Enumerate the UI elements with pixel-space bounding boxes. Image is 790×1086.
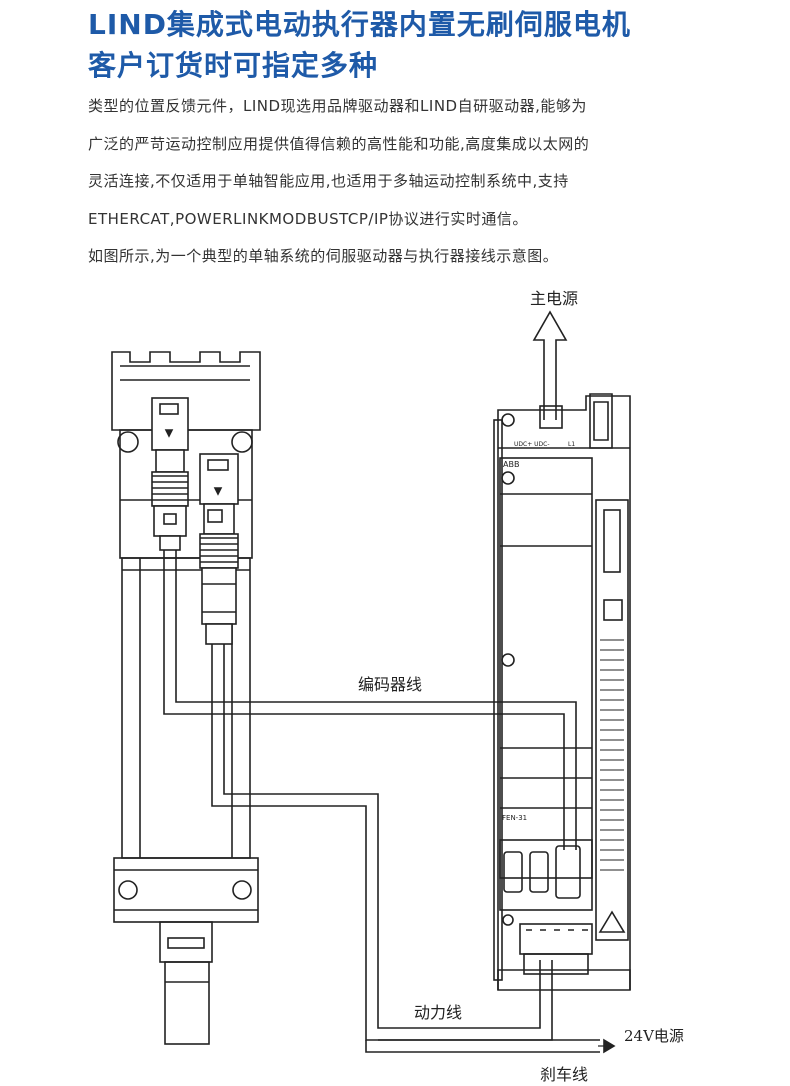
paragraph-line-2: 广泛的严苛运动控制应用提供值得信赖的高性能和功能,高度集成以太网的 (88, 134, 590, 153)
drive-top-terminal-mark: UDC+ UDC- (514, 441, 550, 448)
title-line-1: LIND集成式电动执行器内置无刷伺服电机 (88, 8, 631, 41)
title-line-2: 客户订货时可指定多种 (88, 49, 379, 82)
wiring-diagram: ABB UDC+ UDC- L1 FEN-31 主电源 编码器线 动力线 24V… (111, 289, 684, 1084)
brake-cable (365, 1038, 616, 1054)
power-24v-label: 24V电源 (624, 1027, 684, 1045)
power-connector (199, 453, 239, 645)
power-cable-label: 动力线 (414, 1003, 462, 1022)
drive-top-terminal-right-mark: L1 (568, 441, 575, 448)
drive-brand-mark: ABB (503, 460, 519, 469)
power-cable (211, 644, 553, 1041)
description-paragraph: 类型的位置反馈元件，LIND现选用品牌驱动器和LIND自研驱动器,能够为 广泛的… (88, 88, 778, 276)
main-power-label: 主电源 (530, 289, 578, 308)
encoder-cable (163, 550, 577, 850)
paragraph-line-1: 类型的位置反馈元件，LIND现选用品牌驱动器和LIND自研驱动器,能够为 (88, 97, 587, 115)
drive-model-mark: FEN-31 (502, 814, 527, 822)
encoder-cable-label: 编码器线 (358, 675, 422, 694)
paragraph-line-3: 灵活连接,不仅适用于单轴智能应用,也适用于多轴运动控制系统中,支持 (88, 172, 569, 190)
page-title: LIND集成式电动执行器内置无刷伺服电机 客户订货时可指定多种 (88, 4, 778, 86)
paragraph-line-4: ETHERCAT,POWERLINKMODBUSTCP/IP协议进行实时通信。 (88, 209, 528, 228)
servo-drive (493, 393, 631, 991)
encoder-connector (151, 397, 189, 551)
paragraph-line-5: 如图所示,为一个典型的单轴系统的伺服驱动器与执行器接线示意图。 (88, 247, 559, 265)
main-power-arrow (532, 310, 568, 420)
brake-cable-label: 刹车线 (540, 1065, 588, 1084)
servo-actuator (111, 351, 261, 1045)
